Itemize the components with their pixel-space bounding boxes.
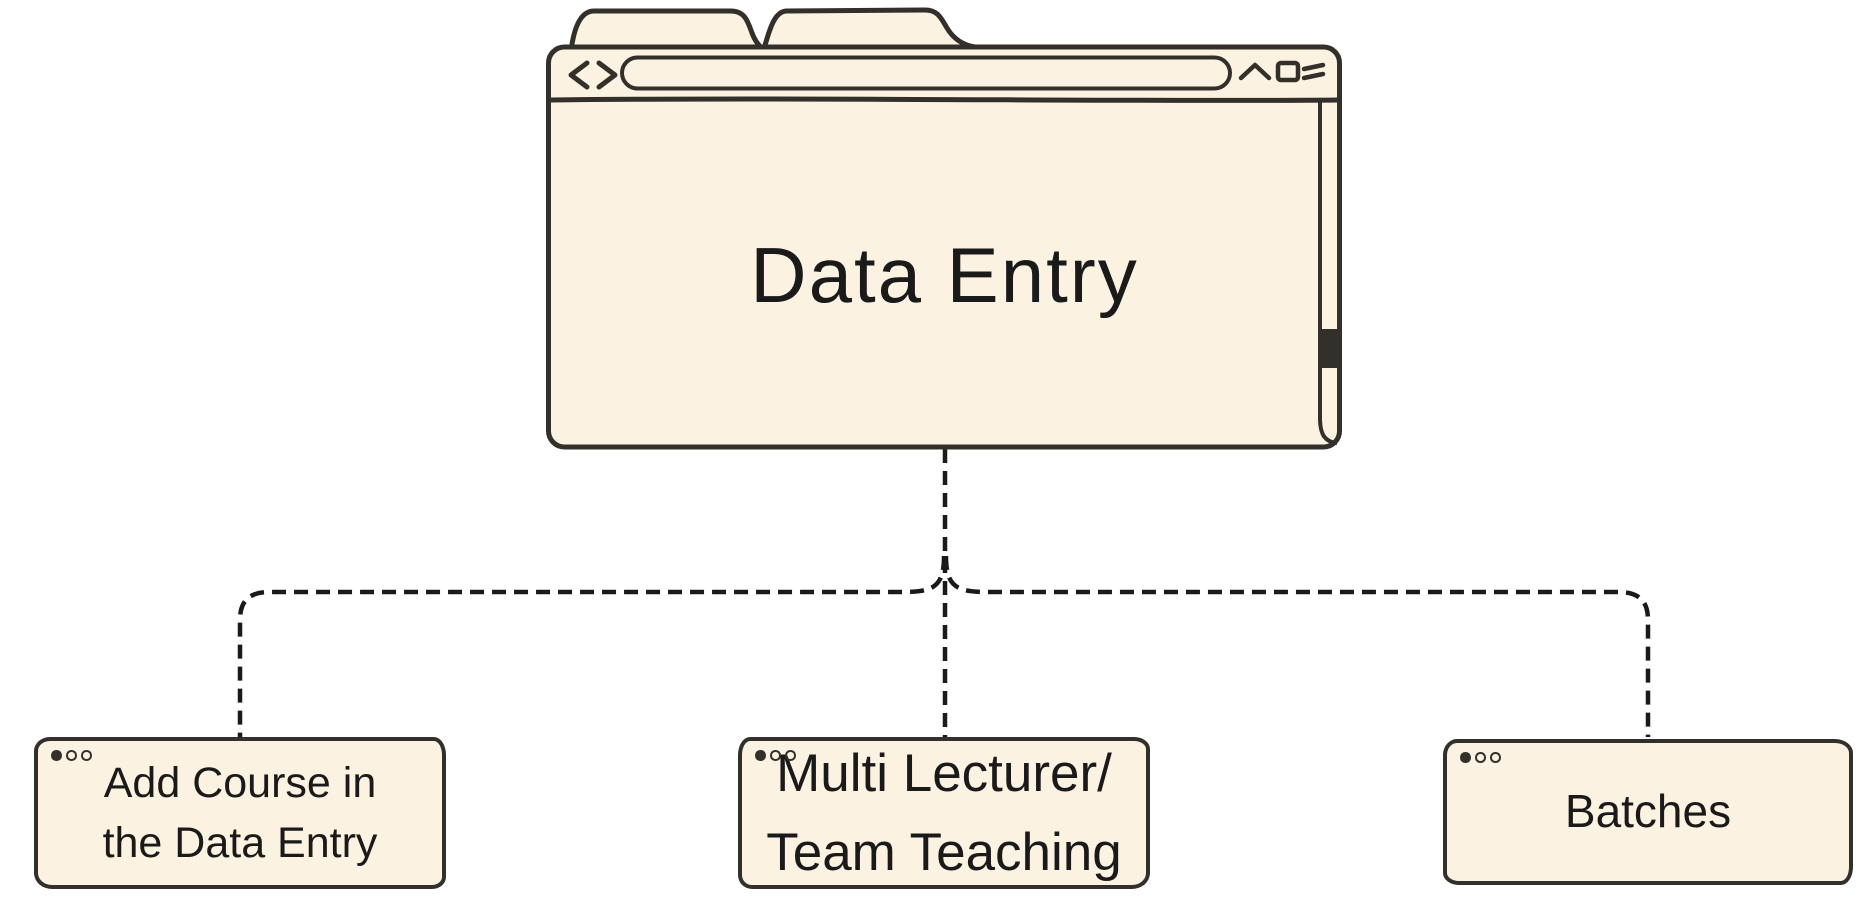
node-label-line: Add Course in	[103, 758, 377, 807]
connector-lines	[237, 449, 1651, 737]
node-label-line: the Data Entry	[102, 819, 378, 867]
connector-right	[943, 555, 1651, 737]
browser-tab-2	[760, 7, 993, 54]
node-batches[interactable]: Batches	[1443, 739, 1853, 885]
node-label-line: Batches	[1564, 785, 1732, 838]
window-dot-filled-icon	[1460, 752, 1471, 763]
window-dot-ring-icon	[66, 750, 77, 761]
node-label-line: Team Teaching	[766, 823, 1122, 882]
scrollbar-track	[1318, 101, 1338, 445]
node-multi-lecturer[interactable]: Multi Lecturer/ Team Teaching	[738, 737, 1150, 889]
window-dot-filled-icon	[755, 750, 766, 761]
equals-icon	[1301, 62, 1326, 72]
back-chevron-icon	[568, 60, 590, 90]
equals-icon	[1301, 71, 1326, 81]
node-label-line: Multi Lecturer/	[776, 743, 1112, 803]
browser-window-frame[interactable]	[546, 44, 1342, 450]
window-dot-ring-icon	[1490, 752, 1501, 763]
toolbar-separator	[550, 96, 1339, 103]
caret-up-icon	[1238, 62, 1272, 81]
window-dot-filled-icon	[51, 750, 62, 761]
url-bar	[620, 55, 1232, 91]
window-dot-ring-icon	[81, 750, 92, 761]
square-icon	[1275, 60, 1301, 83]
window-dot-ring-icon	[770, 750, 781, 761]
window-dot-ring-icon	[785, 750, 796, 761]
window-dots	[1460, 752, 1501, 763]
connector-left	[237, 555, 947, 737]
window-dots	[51, 750, 92, 761]
root-node-label: Data Entry	[750, 231, 1139, 319]
window-dot-ring-icon	[1475, 752, 1486, 763]
window-dots	[755, 750, 796, 761]
node-add-course[interactable]: Add Course in the Data Entry	[34, 737, 446, 889]
forward-chevron-icon	[596, 60, 618, 90]
scrollbar-thumb	[1319, 329, 1338, 368]
